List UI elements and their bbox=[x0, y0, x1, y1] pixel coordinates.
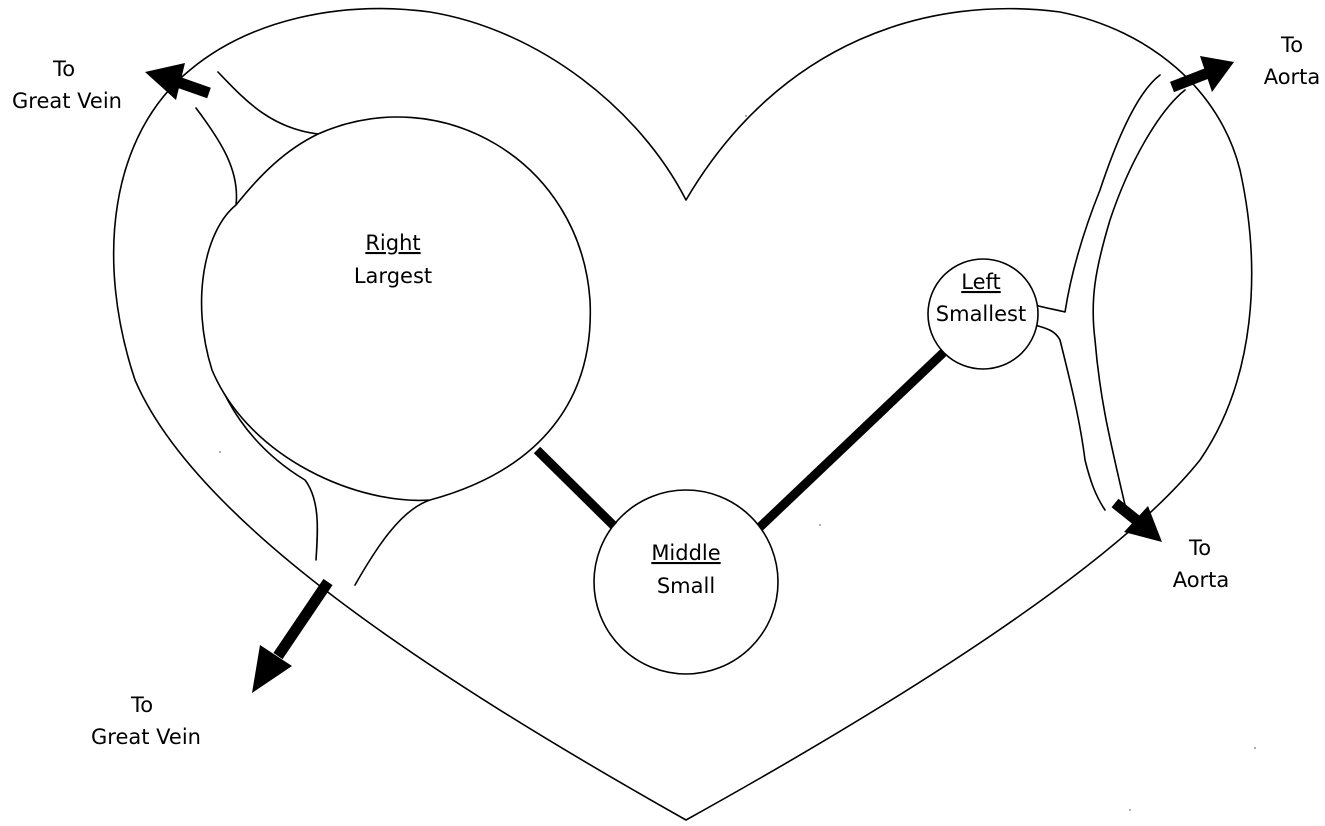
left-vessel-branch bbox=[1034, 324, 1106, 511]
arrow-label-bottom-left-line1: To bbox=[130, 693, 153, 717]
middle-chamber bbox=[593, 489, 779, 675]
scan-speck bbox=[1254, 747, 1256, 749]
middle-left-connector bbox=[756, 348, 948, 531]
middle-chamber-title: Middle bbox=[651, 541, 720, 565]
right-chamber-subtitle: Largest bbox=[354, 264, 432, 288]
left-chamber bbox=[927, 258, 1039, 370]
left-vessel-wall-inner bbox=[1092, 89, 1186, 506]
scan-speck bbox=[819, 524, 821, 526]
arrow-label-top-left-line1: To bbox=[52, 57, 75, 81]
scan-speck bbox=[745, 115, 747, 117]
arrow-label-bottom-right-line1: To bbox=[1188, 536, 1211, 560]
middle-chamber-subtitle: Small bbox=[657, 574, 715, 598]
heart-outline bbox=[112, 7, 1253, 821]
arrow-label-bottom-left-line2: Great Vein bbox=[91, 725, 201, 749]
arrow-label-top-left-line2: Great Vein bbox=[12, 89, 122, 113]
right-vessel-wall-top bbox=[217, 71, 319, 135]
right-chamber bbox=[200, 116, 592, 502]
right-middle-connector bbox=[533, 446, 618, 530]
arrow-label-top-right-line1: To bbox=[1280, 33, 1303, 57]
left-chamber-title: Left bbox=[961, 270, 1001, 294]
left-vessel-wall-outer bbox=[1034, 74, 1161, 313]
arrow-label-top-right-line2: Aorta bbox=[1264, 65, 1321, 89]
arrow-bottom-right bbox=[1111, 498, 1162, 542]
arrow-top-left bbox=[145, 63, 211, 100]
arrow-label-bottom-right-line2: Aorta bbox=[1173, 568, 1230, 592]
scan-speck bbox=[219, 451, 221, 453]
arrow-top-right bbox=[1170, 56, 1234, 93]
right-vessel-wall-bottom bbox=[354, 499, 431, 586]
left-chamber-subtitle: Smallest bbox=[936, 302, 1026, 326]
scan-speck bbox=[1129, 809, 1131, 811]
right-chamber-title: Right bbox=[365, 231, 420, 255]
arrow-bottom-left bbox=[252, 578, 333, 693]
